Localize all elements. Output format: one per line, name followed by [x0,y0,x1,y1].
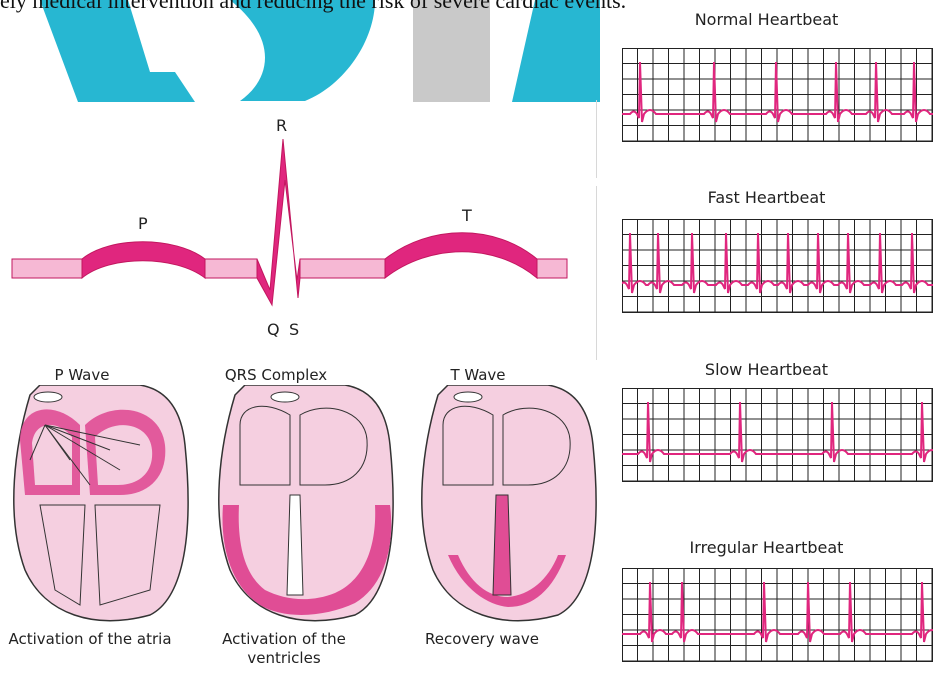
heart-title-t-wave: T Wave [398,366,558,384]
strip-title-slow: Slow Heartbeat [600,360,933,379]
baseline-segment-2 [205,259,257,278]
ecg-label-q: Q [267,320,280,339]
ecg-label-t: T [462,206,472,225]
p-wave-band [82,242,205,278]
heart-title-p-wave: P Wave [2,366,162,384]
ecg-waveform-diagram [0,0,600,330]
strip-slow-heartbeat [622,388,933,482]
qrs-complex-band [257,139,300,305]
baseline-segment-1 [12,259,82,278]
baseline-segment-3 [300,259,385,278]
ecg-label-r: R [276,116,287,135]
strip-title-normal: Normal Heartbeat [600,10,933,29]
strip-fast-heartbeat [622,219,933,313]
heart-recovery-wave [422,385,596,621]
ecg-label-p: P [138,214,148,233]
t-wave-band [385,233,537,278]
heart-title-qrs-complex: QRS Complex [196,366,356,384]
strip-title-irregular: Irregular Heartbeat [600,538,933,557]
divider-upper [596,100,597,178]
heart-ventricles-activation [219,385,393,621]
heart-caption-atria: Activation of the atria [0,630,180,649]
baseline-segment-4 [537,259,567,278]
heart-caption-recovery: Recovery wave [392,630,572,649]
heart-caption-ventricles: Activation of the ventricles [194,630,374,668]
divider-lower [596,186,597,360]
heart-atria-activation [14,385,188,621]
strip-title-fast: Fast Heartbeat [600,188,933,207]
strip-normal-heartbeat [622,48,933,142]
ecg-label-s: S [289,320,299,339]
strip-irregular-heartbeat [622,568,933,662]
